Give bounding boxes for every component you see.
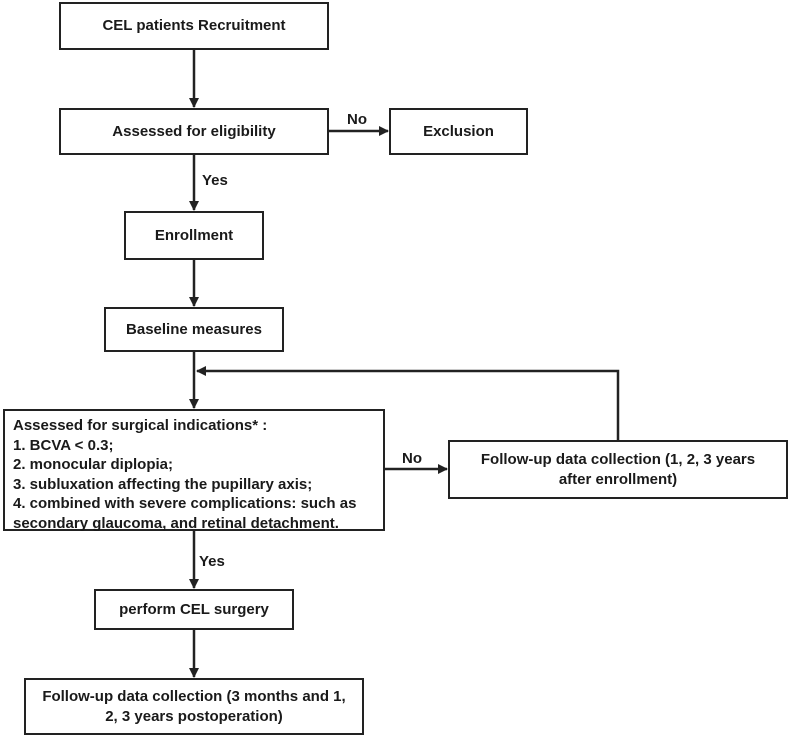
label-yes-surgery: Yes	[199, 553, 225, 570]
box-enrollment: Enrollment	[124, 211, 264, 260]
label-yes-enrollment: Yes	[202, 172, 228, 189]
followup-enrollment-line-1: Follow-up data collection (1, 2, 3 years	[480, 450, 756, 468]
box-recruitment-text: CEL patients Recruitment	[102, 17, 286, 34]
surgical-item-1: 1. BCVA < 0.3;	[13, 436, 114, 454]
surgical-item-5: secondary glaucoma, and retinal detachme…	[13, 514, 339, 532]
label-no-exclusion: No	[347, 111, 367, 128]
box-enrollment-text: Enrollment	[154, 226, 234, 244]
box-baseline-text: Baseline measures	[126, 320, 262, 338]
box-surgery: perform CEL surgery	[94, 589, 294, 630]
surgical-item-4: 4. combined with severe complications: s…	[13, 495, 357, 512]
arrow-followup-loop-back	[196, 366, 620, 440]
followup-enrollment-line-2: after enrollment)	[558, 470, 678, 488]
box-eligibility-text: Assessed for eligibility	[112, 122, 276, 140]
box-surgery-text: perform CEL surgery	[119, 600, 269, 618]
surgical-item-2: 2. monocular diplopia;	[13, 456, 174, 473]
box-recruitment: CEL patients Recruitment	[59, 2, 329, 50]
box-surgical-indications: Assessed for surgical indications* : 1. …	[3, 409, 385, 532]
followup-postop-line-1: Follow-up data collection (3 months and …	[42, 687, 346, 705]
box-exclusion-text: Exclusion	[423, 122, 494, 140]
surgical-title: Assessed for surgical indications* :	[13, 417, 268, 434]
box-baseline: Baseline measures	[104, 307, 284, 352]
surgical-item-3: 3. subluxation affecting the pupillary a…	[13, 475, 313, 493]
box-followup-postop: Follow-up data collection (3 months and …	[24, 678, 364, 735]
label-no-followup: No	[402, 450, 422, 467]
box-eligibility: Assessed for eligibility	[59, 108, 329, 155]
box-followup-enrollment: Follow-up data collection (1, 2, 3 years…	[448, 440, 788, 499]
followup-postop-line-2: 2, 3 years postoperation)	[105, 707, 283, 725]
box-exclusion: Exclusion	[389, 108, 528, 155]
